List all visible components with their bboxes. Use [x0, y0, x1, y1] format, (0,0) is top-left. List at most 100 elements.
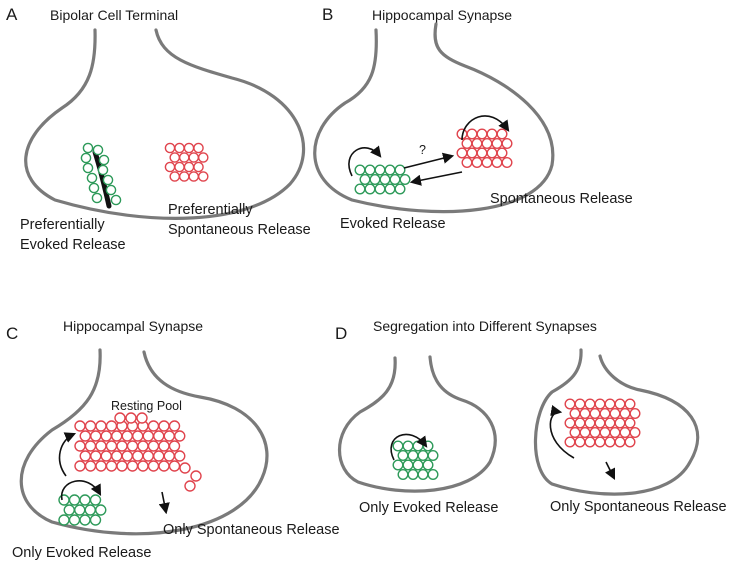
vesicle	[97, 164, 109, 176]
panel-d-spontaneous-release-arrow	[604, 461, 616, 481]
vesicle	[471, 156, 483, 168]
vesicle	[88, 182, 100, 194]
vesicle	[190, 470, 202, 482]
panel-b-evoked-recycling-arrow	[348, 145, 382, 177]
vesicle	[364, 164, 376, 176]
vesicle	[79, 494, 91, 506]
vesicle	[121, 450, 133, 462]
vesicle	[481, 156, 493, 168]
vesicle	[79, 450, 91, 462]
vesicle	[105, 420, 118, 432]
vesicle	[95, 420, 107, 432]
panel-c-resting-pool-vesicle-cluster	[74, 412, 202, 492]
vesicle	[564, 436, 576, 448]
vesicle	[619, 427, 631, 439]
vesicle	[604, 436, 616, 448]
vesicle	[193, 161, 204, 173]
vesicle	[574, 436, 586, 448]
vesicle	[193, 142, 204, 154]
vesicle	[158, 420, 170, 432]
vesicle	[163, 430, 175, 442]
panel-d-title: Segregation into Different Synapses	[373, 318, 597, 334]
panel-b-spontaneous-recycling-arrow	[461, 115, 510, 141]
vesicle	[84, 460, 97, 472]
vesicle	[619, 408, 631, 420]
vesicle	[374, 183, 386, 195]
panel-a-letter: A	[6, 5, 18, 24]
panel-d-spontaneous-recycling-arrow	[549, 405, 575, 459]
vesicle	[354, 164, 366, 176]
panel-c-spontaneous-label: Only Spontaneous Release	[163, 522, 340, 538]
vesicle	[153, 430, 165, 442]
vesicle	[147, 460, 160, 472]
vesicle	[354, 183, 366, 195]
vesicle	[609, 427, 621, 439]
panel-c-pool-recruitment-arrow	[58, 432, 77, 477]
vesicle	[614, 417, 626, 429]
vesicle	[564, 417, 576, 429]
vesicle	[594, 436, 606, 448]
vesicle	[461, 156, 473, 168]
panel-b-letter: B	[322, 5, 333, 24]
vesicle	[116, 440, 128, 452]
vesicle	[90, 430, 102, 442]
vesicle	[116, 460, 128, 472]
vesicle	[417, 450, 429, 462]
vesicle	[496, 128, 508, 140]
vesicle	[102, 174, 114, 186]
vesicle	[624, 398, 636, 410]
vesicle	[82, 162, 94, 174]
vesicle	[501, 156, 513, 168]
vesicle	[614, 436, 626, 448]
vesicle	[402, 440, 414, 452]
vesicle	[142, 450, 154, 462]
panel-a-spontaneous-vesicle-cluster	[164, 142, 209, 182]
vesicle	[397, 469, 409, 481]
vesicle	[574, 417, 586, 429]
vesicle	[589, 427, 601, 439]
vesicle	[599, 427, 611, 439]
vesicle	[579, 427, 591, 439]
panel-d-spontaneous-vesicle-cluster	[564, 398, 641, 448]
vesicle	[394, 183, 406, 195]
vesicle	[95, 460, 107, 472]
vesicle	[392, 440, 404, 452]
vesicle	[427, 450, 439, 462]
vesicle	[147, 420, 160, 432]
vesicle	[86, 172, 98, 184]
vesicle	[471, 137, 483, 149]
vesicle	[74, 504, 86, 516]
vesicle	[179, 462, 191, 474]
panel-c-spontaneous-release-arrow	[158, 491, 170, 515]
panel-d: D Segregation into Different Synapses On…	[335, 318, 727, 516]
vesicle	[147, 440, 160, 452]
panel-c-letter: C	[6, 324, 18, 343]
vesicle	[163, 450, 175, 462]
panel-a-spontaneous-label-line1: Preferentially	[168, 202, 253, 218]
panel-d-evoked-recycling-arrow	[390, 433, 428, 461]
vesicle	[89, 494, 102, 506]
panel-b-spontaneous-label: Spontaneous Release	[490, 191, 633, 207]
vesicle	[384, 164, 396, 176]
vesicle	[168, 440, 181, 452]
vesicle	[158, 440, 170, 452]
vesicle	[95, 440, 107, 452]
panel-c-evoked-recycling-arrow	[61, 480, 102, 501]
vesicle	[79, 430, 91, 442]
panel-d-evoked-terminal-outline	[337, 355, 497, 493]
vesicle	[369, 173, 381, 185]
vesicle	[422, 459, 434, 471]
vesicle	[169, 171, 181, 182]
vesicle	[604, 398, 616, 410]
vesicle	[379, 173, 391, 185]
vesicle	[574, 398, 586, 410]
vesicle	[105, 460, 118, 472]
vesicle	[68, 494, 81, 506]
panel-a-terminal-outline	[24, 28, 306, 220]
vesicle	[412, 459, 424, 471]
vesicle	[183, 142, 195, 154]
vesicle	[486, 147, 498, 159]
panel-c-evoked-label: Only Evoked Release	[12, 545, 151, 561]
vesicle	[476, 128, 488, 140]
vesicle	[594, 417, 606, 429]
